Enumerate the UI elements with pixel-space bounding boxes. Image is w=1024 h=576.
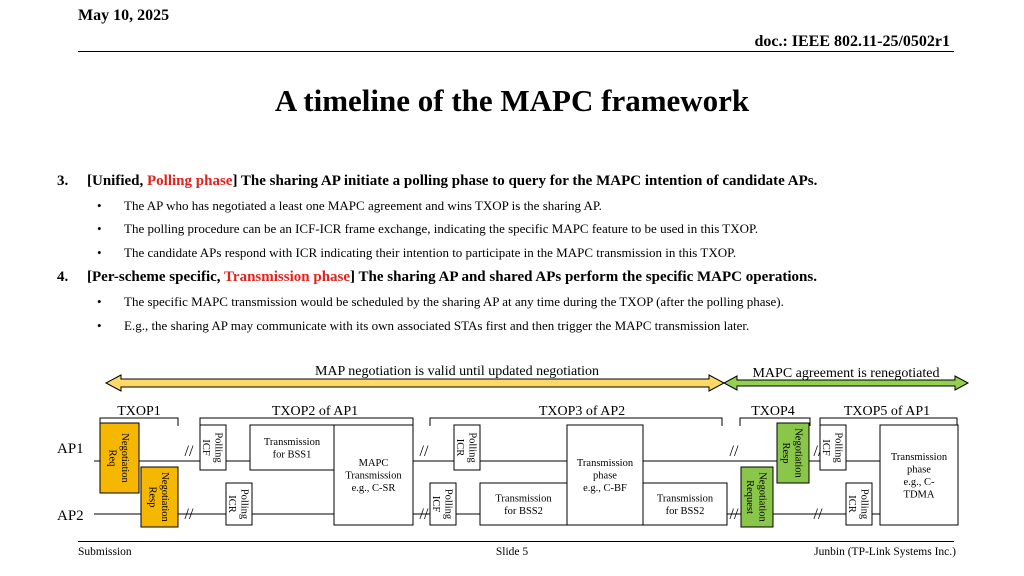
txop1-label: TXOP1 xyxy=(117,404,161,419)
point-3-bullet-2: The polling procedure can be an ICF-ICR … xyxy=(124,221,759,236)
break-mark: // xyxy=(730,506,739,523)
point-3-highlight: Polling phase xyxy=(147,173,233,189)
transmission-cbf-frame-box xyxy=(566,424,644,526)
bullet-mark: • xyxy=(97,294,102,309)
bullet-mark: • xyxy=(97,198,102,213)
negotiation-request-frame: NegotiationRequest xyxy=(740,466,774,528)
point-4-highlight: Transmission phase xyxy=(224,269,351,285)
polling-icr-frame-3-label: PollingICR xyxy=(846,489,870,520)
negotiation-resp-frame: NegotiationResp xyxy=(140,466,179,528)
mapc-transmission-frame-box xyxy=(333,424,414,526)
negotiation-resp-frame-2-label: NegotiationResp xyxy=(780,428,804,478)
polling-icr-frame-2: PollingICR xyxy=(453,424,481,471)
slide-title: A timeline of the MAPC framework xyxy=(274,83,750,118)
polling-icf-frame: PollingICF xyxy=(199,424,227,471)
polling-icf-frame-3: PollingICF xyxy=(819,424,847,471)
polling-icf-frame-3-box xyxy=(819,424,847,471)
polling-icf-frame-2-box xyxy=(429,482,457,526)
header-rule xyxy=(78,51,954,52)
ap1-row-label: AP1 xyxy=(57,441,84,457)
point-3-prefix: [Unified, xyxy=(87,173,147,189)
timeline-breaks: // // // // // // // // xyxy=(185,443,823,523)
point-3-bullet-1: The AP who has negotiated a least one MA… xyxy=(124,198,602,213)
polling-icf-frame-2: PollingICF xyxy=(429,482,457,526)
point-3-bullet-3: The candidate APs respond with ICR indic… xyxy=(124,245,737,260)
point-3-number: 3. xyxy=(57,173,69,189)
break-mark: // xyxy=(814,443,823,460)
polling-icr-frame-3-box xyxy=(845,482,873,526)
break-mark: // xyxy=(185,443,194,460)
negotiation-req-frame: NegotiationReq xyxy=(99,422,140,494)
break-mark: // xyxy=(420,443,429,460)
polling-icf-frame-label: PollingICF xyxy=(200,432,224,463)
negotiation-request-frame-box xyxy=(740,466,774,528)
negotiation-req-frame-label: NegotiationReq xyxy=(107,433,131,483)
break-mark: // xyxy=(185,506,194,523)
txop2-label: TXOP2 of AP1 xyxy=(272,404,358,419)
txop5-label: TXOP5 of AP1 xyxy=(844,404,930,419)
bullet-mark: • xyxy=(97,318,102,333)
footer-rule xyxy=(78,541,954,542)
transmission-ctdma-frame-box xyxy=(879,424,959,526)
txop4-label: TXOP4 xyxy=(751,404,795,419)
agreement-renegotiated-arrow xyxy=(722,375,970,391)
point-3-text: [Unified, Polling phase] The sharing AP … xyxy=(87,173,817,190)
point-4-prefix: [Per-scheme specific, xyxy=(87,269,225,285)
negotiation-valid-label: MAP negotiation is valid until updated n… xyxy=(315,364,599,379)
negotiation-req-frame-box xyxy=(99,422,140,494)
negotiation-resp-frame-2-box xyxy=(776,422,810,484)
polling-icr-frame: PollingICR xyxy=(225,482,253,526)
point-4-text: [Per-scheme specific, Transmission phase… xyxy=(87,269,817,286)
footer-center: Slide 5 xyxy=(495,546,529,558)
point-4-number: 4. xyxy=(57,269,69,285)
negotiation-resp-frame-label: NegotiationResp xyxy=(147,472,171,522)
break-mark: // xyxy=(420,506,429,523)
polling-icf-frame-box xyxy=(199,424,227,471)
polling-icr-frame-2-box xyxy=(453,424,481,471)
txop3-label: TXOP3 of AP2 xyxy=(539,404,625,419)
transmission-bss2-frame-2-box xyxy=(642,482,728,526)
break-mark: // xyxy=(814,506,823,523)
transmission-bss1-frame-box xyxy=(249,424,335,471)
bullet-mark: • xyxy=(97,221,102,236)
bullet-mark: • xyxy=(97,245,102,260)
polling-icf-frame-3-label: PollingICF xyxy=(820,432,844,463)
point-3-suffix: ] The sharing AP initiate a polling phas… xyxy=(232,173,818,189)
negotiation-resp-frame-2: NegotiationResp xyxy=(776,422,810,484)
agreement-renegotiated-label: MAPC agreement is renegotiated xyxy=(752,366,939,381)
polling-icr-frame-2-label: PollingICR xyxy=(454,432,478,463)
polling-icf-frame-2-label: PollingICF xyxy=(430,489,454,520)
point-4-bullet-1: The specific MAPC transmission would be … xyxy=(124,294,784,309)
footer-left: Submission xyxy=(78,546,132,558)
header-doc: doc.: IEEE 802.11-25/0502r1 xyxy=(754,33,950,50)
polling-icr-frame-label: PollingICR xyxy=(226,489,250,520)
footer-right: Junbin (TP-Link Systems Inc.) xyxy=(814,546,956,558)
polling-icr-frame-box xyxy=(225,482,253,526)
point-4-bullet-2: E.g., the sharing AP may communicate wit… xyxy=(124,318,750,333)
transmission-bss2-frame-box xyxy=(479,482,568,526)
header-date: May 10, 2025 xyxy=(78,7,170,24)
negotiation-resp-frame-box xyxy=(140,466,179,528)
point-4-suffix: ] The sharing AP and shared APs perform … xyxy=(350,269,817,285)
polling-icr-frame-3: PollingICR xyxy=(845,482,873,526)
negotiation-request-frame-label: NegotiationRequest xyxy=(744,472,768,522)
txop-brackets xyxy=(99,417,958,426)
ap2-row-label: AP2 xyxy=(57,508,84,524)
break-mark: // xyxy=(730,443,739,460)
